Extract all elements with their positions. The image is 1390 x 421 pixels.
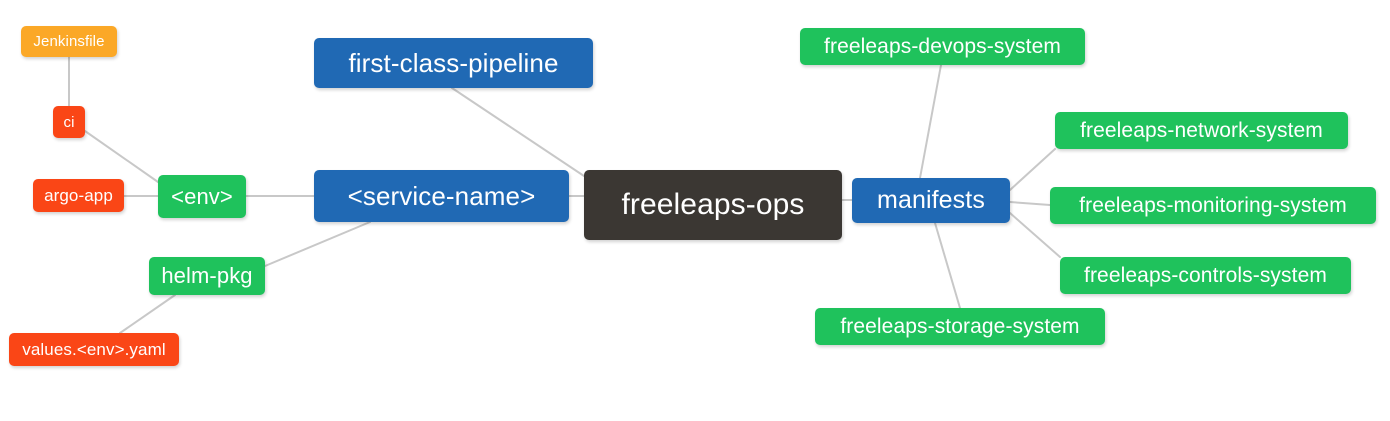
node-label: ci [63,113,75,131]
node-label: Jenkinsfile [33,33,105,50]
node-label: freeleaps-monitoring-system [1079,194,1347,217]
node-first-class-pipeline[interactable]: first-class-pipeline [314,38,593,88]
node-label: freeleaps-storage-system [840,315,1080,338]
node-label: freeleaps-network-system [1080,119,1323,142]
node-freeleaps-network-system[interactable]: freeleaps-network-system [1055,112,1348,149]
node-label: values.<env>.yaml [22,340,166,359]
edge-helm-pkg-to-values-env-yaml [119,294,176,334]
node-argo-app[interactable]: argo-app [33,179,124,212]
node-env[interactable]: <env> [158,175,246,218]
edge-service-name-to-first-class-pipeline [451,87,585,177]
edge-service-name-to-helm-pkg [264,221,371,267]
edge-manifests-to-freeleaps-monitoring-system [1009,201,1051,206]
node-label: freeleaps-controls-system [1084,264,1327,287]
node-label: first-class-pipeline [348,48,559,78]
node-label: <env> [171,183,233,209]
node-label: helm-pkg [161,263,253,288]
node-freeleaps-controls-system[interactable]: freeleaps-controls-system [1060,257,1351,294]
node-values-env-yaml[interactable]: values.<env>.yaml [9,333,179,366]
node-jenkinsfile[interactable]: Jenkinsfile [21,26,117,57]
node-label: freeleaps-ops [621,188,805,221]
node-service-name[interactable]: <service-name> [314,170,569,222]
node-label: manifests [877,186,985,214]
edge-env-to-ci [84,130,159,183]
node-root[interactable]: freeleaps-ops [584,170,842,240]
node-label: freeleaps-devops-system [824,35,1061,58]
edge-manifests-to-freeleaps-devops-system [919,64,942,179]
node-freeleaps-devops-system[interactable]: freeleaps-devops-system [800,28,1085,65]
node-manifests[interactable]: manifests [852,178,1010,223]
node-freeleaps-storage-system[interactable]: freeleaps-storage-system [815,308,1105,345]
node-label: <service-name> [347,181,536,211]
edge-manifests-to-freeleaps-network-system [1009,148,1056,191]
node-freeleaps-monitoring-system[interactable]: freeleaps-monitoring-system [1050,187,1376,224]
edge-manifests-to-freeleaps-storage-system [934,222,961,309]
node-helm-pkg[interactable]: helm-pkg [149,257,265,295]
node-ci[interactable]: ci [53,106,85,138]
node-label: argo-app [44,186,113,205]
